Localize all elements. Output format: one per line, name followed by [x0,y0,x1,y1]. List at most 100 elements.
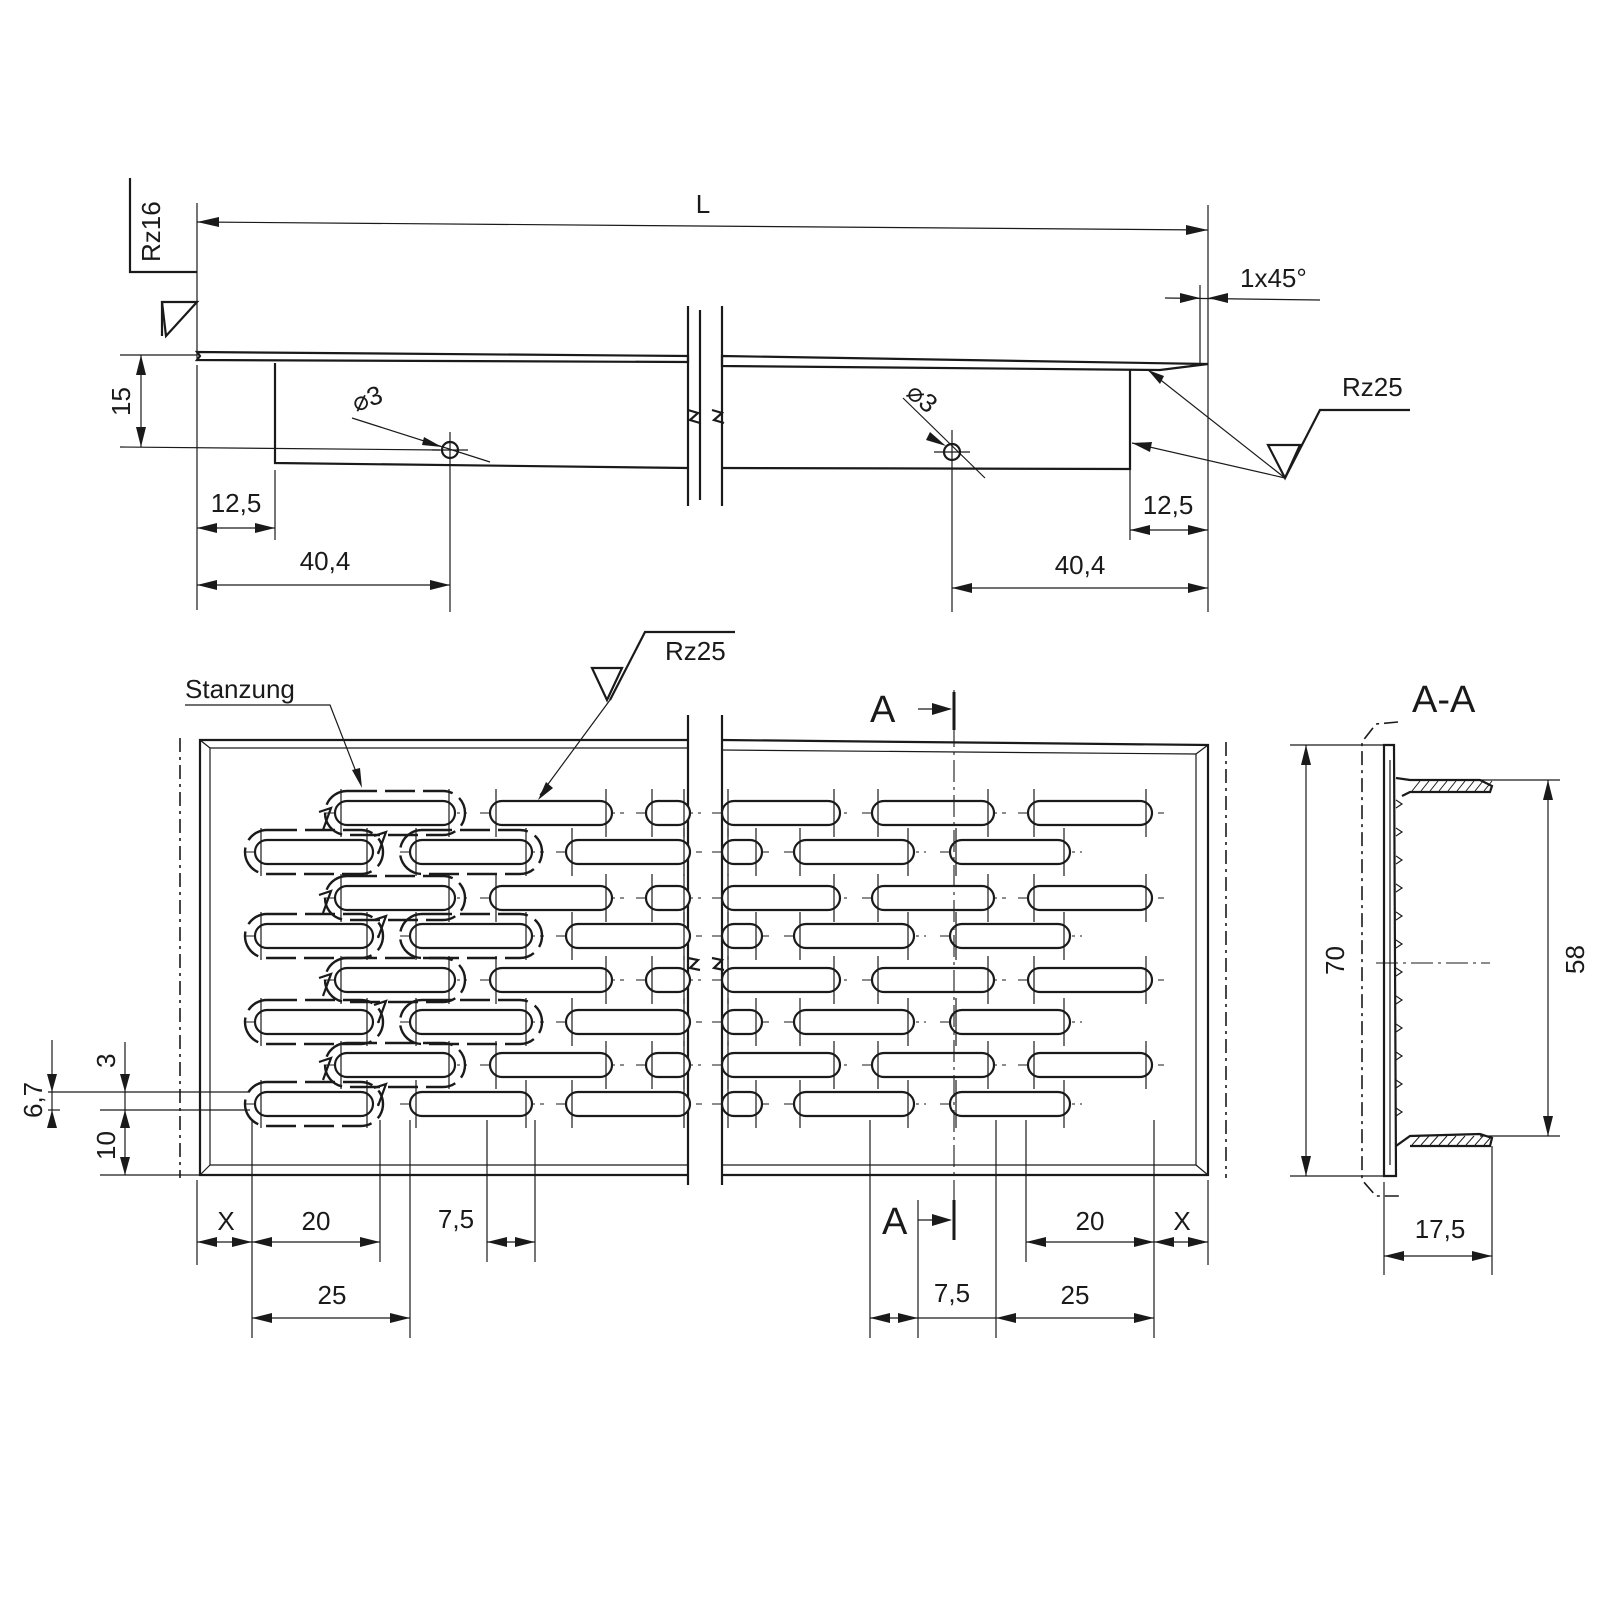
hole-dist-left-label: 40,4 [300,546,351,576]
vent-slot [488,884,614,912]
vent-slot [720,799,842,827]
hatch-line [1474,1135,1484,1146]
stamping-outline [323,956,467,1004]
flange-tooth [1395,855,1404,865]
hatch-line [1465,780,1475,792]
vent-slot [792,838,916,866]
hatch-line [1447,1135,1457,1146]
vent-slot [948,1008,1072,1036]
vent-slot [564,838,692,866]
vent-slot [564,922,692,950]
vent-slot [488,799,614,827]
vent-slot [720,922,764,950]
hole-dist-right-label: 40,4 [1055,550,1106,580]
hatch-line [1456,780,1466,792]
stamping-outline [323,1041,467,1089]
flange-tooth [1395,827,1404,837]
vent-slot [792,1008,916,1036]
vent-slot [333,799,457,827]
vent-slot [488,1051,614,1079]
stamping-mark [318,806,333,831]
stamping-mark [318,972,333,997]
dim-gap-left: 7,5 [438,1204,474,1234]
stamping-outline [323,874,467,922]
hatch-line [1483,780,1493,792]
vent-slot [948,838,1072,866]
hatch-line [1456,1135,1466,1146]
dim-slot-right: 20 [1076,1206,1105,1236]
fin-hatching-bottom [1411,1135,1493,1146]
dim-bottom: 10 [91,1131,121,1160]
dim-gap-right: 7,5 [934,1278,970,1308]
vent-slot [720,1090,764,1118]
flange-tooth [1395,799,1404,809]
hatch-line [1447,780,1457,792]
chamfer-dimension: 1x45° [1164,263,1321,365]
hatch-line [1474,780,1484,792]
vent-slot [720,1008,764,1036]
hatch-line [1429,1135,1439,1146]
vent-slot [870,1051,996,1079]
vent-slot [870,884,996,912]
flange-tooth [1395,911,1404,921]
hole-left-label: ⌀3 [348,379,387,417]
offset-left-label: 12,5 [211,488,262,518]
vent-slot [720,884,842,912]
stamping-mark [373,1082,388,1107]
hatch-line [1420,780,1430,792]
vent-slot [1026,884,1154,912]
slot-pattern [243,789,1164,1128]
flange-tooth [1395,1107,1404,1117]
stamping-outline [398,912,544,960]
section-mark-top: A [870,689,896,731]
dim-row-pitch: 3 [91,1054,121,1068]
stamping-mark [318,889,333,914]
flange-tooth [1395,1023,1404,1033]
vent-slot [792,1090,916,1118]
surface-left-label: Rz16 [136,201,166,262]
stamping-mark [373,830,388,855]
flange-tooth [1395,883,1404,893]
top-view: L Rz16 1x45° [106,178,1410,612]
vent-slot [564,1090,692,1118]
vent-slot [253,922,375,950]
height-label: 15 [106,387,136,416]
dim-x-left: X [217,1206,234,1236]
vent-slot [644,1051,692,1079]
hatch-line [1411,1135,1421,1146]
vent-slot [792,922,916,950]
stamping-mark [373,914,388,939]
vent-slot [253,1090,375,1118]
dim-pitch-left: 25 [318,1280,347,1310]
offset-right-label: 12,5 [1143,490,1194,520]
vent-slot [720,1051,842,1079]
hatch-line [1411,780,1421,792]
depth-label: 17,5 [1415,1214,1466,1244]
vent-slot [720,966,842,994]
height-outer-label: 70 [1320,946,1350,975]
flange-teeth [1395,799,1404,1117]
vent-slot [333,966,457,994]
vent-slot [644,966,692,994]
flange-tooth [1395,1079,1404,1089]
length-label: L [696,189,710,219]
vent-slot [870,799,996,827]
vent-slot [253,838,375,866]
surface-symbol-right: Rz25 [1131,369,1410,481]
hole-right-label: ⌀3 [901,377,943,419]
vent-slot [408,838,534,866]
stamping-outline [243,828,385,876]
dim-slot-left: 20 [302,1206,331,1236]
dim-x-right: X [1173,1206,1190,1236]
stamping-outline [243,1080,385,1128]
hatch-line [1420,1135,1430,1146]
stamping-label: Stanzung [185,674,295,704]
stamping-outline [323,789,467,837]
vent-slot [948,922,1072,950]
stamping-outline [398,998,544,1046]
vent-slot [948,1090,1072,1118]
flange-tooth [1395,995,1404,1005]
vent-slot [488,966,614,994]
vent-slot [870,966,996,994]
vent-slot [1026,799,1154,827]
